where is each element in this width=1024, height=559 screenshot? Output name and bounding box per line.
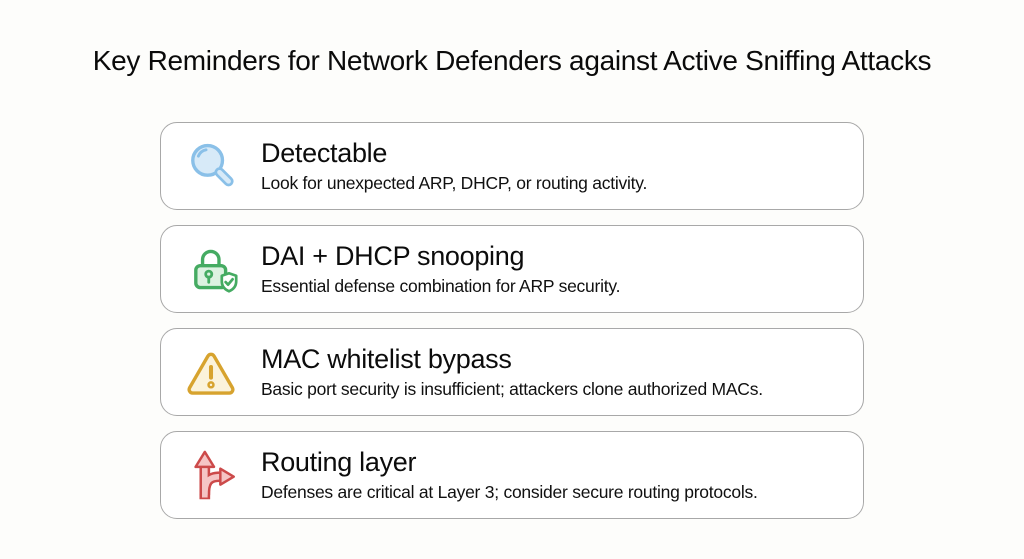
card-description: Basic port security is insufficient; att… <box>261 378 763 399</box>
card-list: Detectable Look for unexpected ARP, DHCP… <box>160 121 864 519</box>
card-title: Detectable <box>261 137 388 168</box>
card-title: Routing layer <box>261 446 417 477</box>
card-detectable: Detectable Look for unexpected ARP, DHCP… <box>160 121 864 210</box>
card-text: Routing layer Defenses are critical at L… <box>261 446 758 504</box>
card-mac-whitelist-bypass: MAC whitelist bypass Basic port security… <box>160 327 864 416</box>
card-text: MAC whitelist bypass Basic port security… <box>261 343 763 401</box>
magnifier-icon <box>183 138 239 194</box>
warning-triangle-icon <box>183 344 239 400</box>
card-text: Detectable Look for unexpected ARP, DHCP… <box>261 137 647 195</box>
card-description: Look for unexpected ARP, DHCP, or routin… <box>261 172 648 193</box>
page-title: Key Reminders for Network Defenders agai… <box>92 45 932 76</box>
card-title: MAC whitelist bypass <box>261 343 512 374</box>
lock-shield-icon <box>183 241 239 297</box>
card-description: Essential defense combination for ARP se… <box>261 275 621 296</box>
card-dai-dhcp-snooping: DAI + DHCP snooping Essential defense co… <box>160 224 864 313</box>
route-branch-icon <box>183 447 239 503</box>
card-description: Defenses are critical at Layer 3; consid… <box>261 481 758 502</box>
card-routing-layer: Routing layer Defenses are critical at L… <box>160 430 864 519</box>
card-text: DAI + DHCP snooping Essential defense co… <box>261 240 620 298</box>
card-title: DAI + DHCP snooping <box>261 240 525 271</box>
